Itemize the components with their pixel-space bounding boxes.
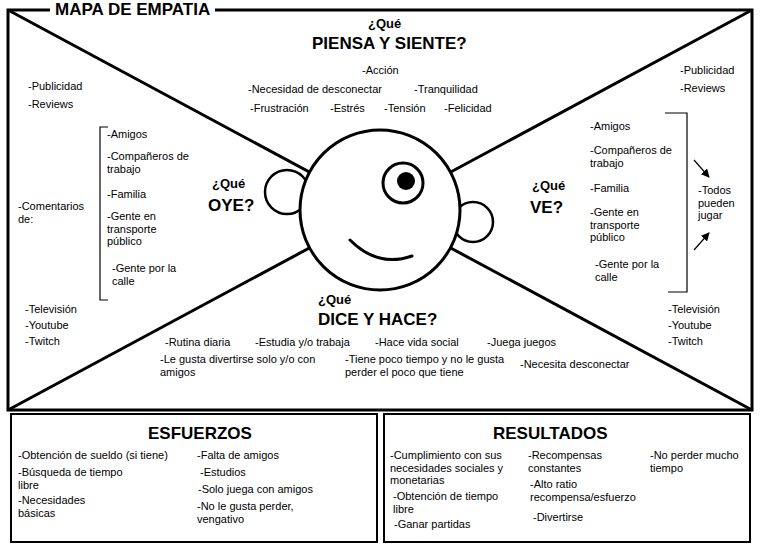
face-circle (300, 130, 460, 290)
section-heading: DICE Y HACE? (318, 310, 437, 330)
item-text: -Todos pueden jugar (698, 184, 748, 222)
item-text: -Amigos (590, 120, 630, 133)
item-text: -Necesita desconectar (520, 358, 629, 371)
item-text: -Familia (590, 182, 629, 195)
item-text: -Ganar partidas (394, 518, 470, 531)
item-text: -Divertirse (533, 511, 583, 524)
question-word: ¿Qué (318, 292, 351, 308)
item-text: -Alto ratio recompensa/esfuerzo (530, 478, 660, 503)
item-text: -Reviews (680, 82, 725, 95)
item-text: -Necesidades básicas (18, 494, 118, 519)
item-text: -Comentarios de: (18, 200, 88, 225)
item-text: -Necesidad de desconectar (248, 83, 382, 96)
item-text: -Gente en transporte público (590, 206, 668, 244)
item-text: -Felicidad (444, 102, 492, 115)
item-text: -No le gusta perder, vengativo (197, 500, 327, 525)
section-heading: RESULTADOS (493, 424, 608, 444)
item-text: -Juega juegos (487, 336, 556, 349)
summary-box: ESFUERZOS -Obtención de sueldo (si tiene)… (10, 413, 378, 543)
section-heading: OYE? (208, 196, 254, 216)
section-heading: VE? (530, 198, 563, 218)
eye (383, 163, 423, 203)
item-text: -Televisión (25, 303, 77, 316)
bracket (100, 127, 108, 300)
question-word: ¿Qué (368, 16, 401, 32)
map-quadrant: ¿QuéPIENSA Y SIENTE? -Acción -Necesidad de… (245, 13, 495, 118)
bracket (665, 113, 687, 292)
item-text: -Acción (362, 64, 399, 77)
item-text: -Búsqueda de tiempo libre (18, 466, 138, 491)
item-text: -Hace vida social (375, 336, 459, 349)
item-text: -Solo juega con amigos (198, 483, 313, 496)
item-text: -Tiene poco tiempo y no le gusta perder … (345, 353, 515, 378)
item-text: -Compañeros de trabajo (107, 150, 199, 175)
pointer-arrow (694, 233, 709, 250)
map-frame (8, 10, 752, 410)
section-heading: ESFUERZOS (148, 424, 252, 444)
item-text: -Le gusta divertirse solo y/o con amigos (160, 353, 340, 378)
item-text: -No perder mucho tiempo (650, 449, 740, 474)
item-text: -Tranquilidad (414, 83, 478, 96)
question-word: ¿Qué (532, 178, 565, 194)
item-text: -Compañeros de trabajo (590, 144, 682, 169)
item-text: -Reviews (28, 98, 73, 111)
smile (350, 240, 412, 260)
item-text: -Estudia y/o trabaja (255, 336, 350, 349)
item-text: -Gente en transporte público (107, 210, 185, 248)
item-text: -Familia (107, 188, 146, 201)
map-quadrant: ¿QuéVE? -Publicidad -Reviews -Amigos -Compañ… (527, 61, 751, 351)
item-text: -Estrés (330, 102, 365, 115)
item-text: -Televisión (668, 303, 720, 316)
item-text: -Gente por la calle (595, 258, 665, 283)
item-text: -Obtención de sueldo (si tiene) (18, 449, 168, 462)
map-quadrant: ¿QuéOYE? -Publicidad -Reviews -Comentarios … (15, 77, 258, 351)
item-text: -Gente por la calle (112, 262, 182, 287)
item-text: -Youtube (668, 319, 712, 332)
item-text: -Publicidad (680, 64, 734, 77)
item-text: -Twitch (25, 335, 60, 348)
item-text: -Publicidad (28, 80, 82, 93)
item-text: -Cumplimiento con sus necesidades social… (390, 449, 525, 487)
item-text: -Estudios (200, 466, 246, 479)
item-text: -Tensión (384, 102, 426, 115)
item-text: -Rutina diaria (165, 336, 230, 349)
item-text: -Falta de amigos (197, 449, 279, 462)
question-word: ¿Qué (212, 176, 245, 192)
pointer-arrow (694, 160, 709, 177)
pupil (397, 172, 415, 190)
item-text: -Recompensas constantes (528, 449, 638, 474)
item-text: -Twitch (668, 335, 703, 348)
item-text: -Frustración (250, 102, 309, 115)
item-text: -Youtube (25, 319, 69, 332)
item-text: -Amigos (107, 128, 147, 141)
section-heading: PIENSA Y SIENTE? (312, 34, 467, 54)
map-quadrant: ¿QuéDICE Y HACE? -Rutina diaria -Estudia y… (157, 289, 633, 382)
map-title: MAPA DE EMPATIA (50, 0, 215, 20)
item-text: -Obtención de tiempo libre (393, 490, 513, 515)
summary-box: RESULTADOS -Cumplimiento con sus necesida… (383, 413, 751, 543)
